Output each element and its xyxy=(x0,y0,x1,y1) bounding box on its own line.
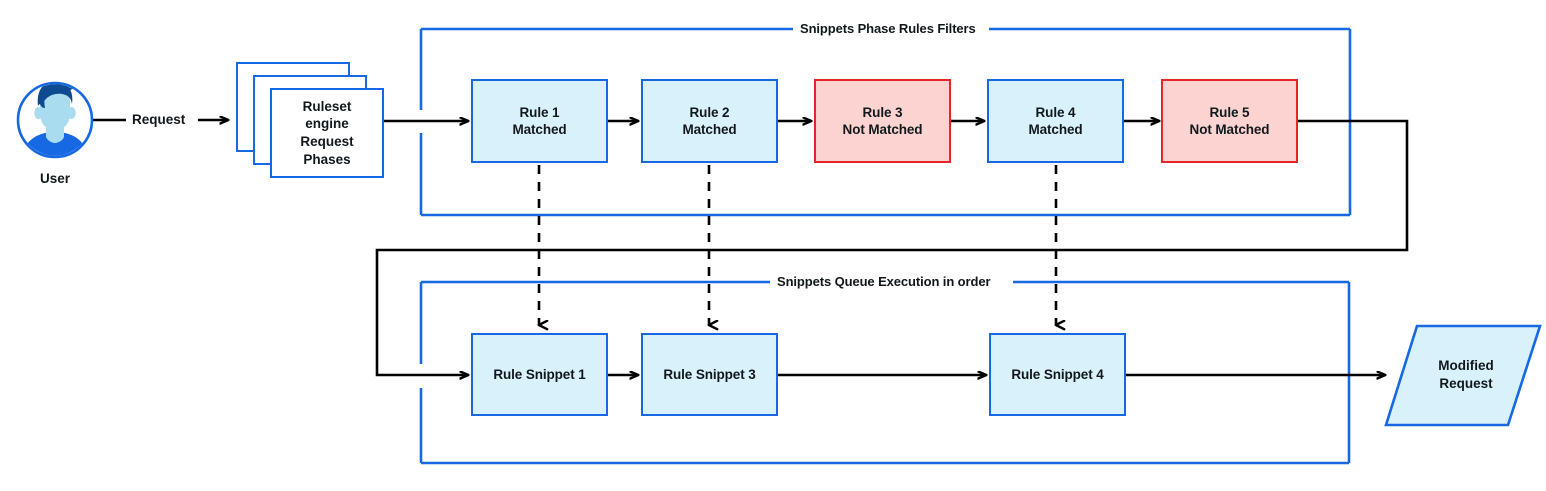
rule-3-status: Not Matched xyxy=(842,122,923,137)
rule-box-3[interactable]: Rule 3 Not Matched xyxy=(814,79,951,163)
user-avatar-icon xyxy=(16,81,94,159)
snippets-queue-execution-label: Snippets Queue Execution in order xyxy=(770,274,998,289)
rule-box-5[interactable]: Rule 5 Not Matched xyxy=(1161,79,1298,163)
edge-rules-to-queue-wrap xyxy=(375,119,1409,375)
snippet-box-1[interactable]: Rule Snippet 1 xyxy=(471,333,608,416)
snippet-box-3[interactable]: Rule Snippet 3 xyxy=(641,333,778,416)
modified-request-shape xyxy=(1384,324,1542,427)
modified-request-line-1: Modified xyxy=(1438,358,1494,373)
rule-1-name: Rule 1 xyxy=(519,104,560,120)
rule-1-status: Matched xyxy=(512,122,567,137)
snippet-box-4[interactable]: Rule Snippet 4 xyxy=(989,333,1126,416)
rule-3-name: Rule 3 xyxy=(862,104,903,120)
rule-box-2[interactable]: Rule 2 Matched xyxy=(641,79,778,163)
ruleset-engine-line-1: Ruleset xyxy=(302,98,352,114)
rule-2-status: Matched xyxy=(682,122,737,137)
rule-box-4[interactable]: Rule 4 Matched xyxy=(987,79,1124,163)
modified-request-line-2: Request xyxy=(1439,375,1493,391)
ruleset-engine-stack-card-front[interactable]: Ruleset engine Request Phases xyxy=(270,88,384,178)
modified-request-label: Modified Request xyxy=(1411,357,1521,392)
rule-5-name: Rule 5 xyxy=(1209,104,1250,120)
snippets-phase-rules-filters-label: Snippets Phase Rules Filters xyxy=(793,21,983,36)
ruleset-engine-line-2: engine xyxy=(305,116,349,132)
ruleset-engine-line-4: Phases xyxy=(303,151,351,167)
snippets-queue-execution-frame xyxy=(419,280,1351,465)
user-caption: User xyxy=(39,171,71,186)
rule-4-name: Rule 4 xyxy=(1035,104,1076,120)
rule-2-name: Rule 2 xyxy=(689,104,730,120)
request-edge-label: Request xyxy=(132,112,186,127)
ruleset-engine-line-3: Request xyxy=(300,134,354,149)
rule-box-1[interactable]: Rule 1 Matched xyxy=(471,79,608,163)
rule-4-status: Matched xyxy=(1028,122,1083,137)
rule-5-status: Not Matched xyxy=(1189,122,1270,137)
